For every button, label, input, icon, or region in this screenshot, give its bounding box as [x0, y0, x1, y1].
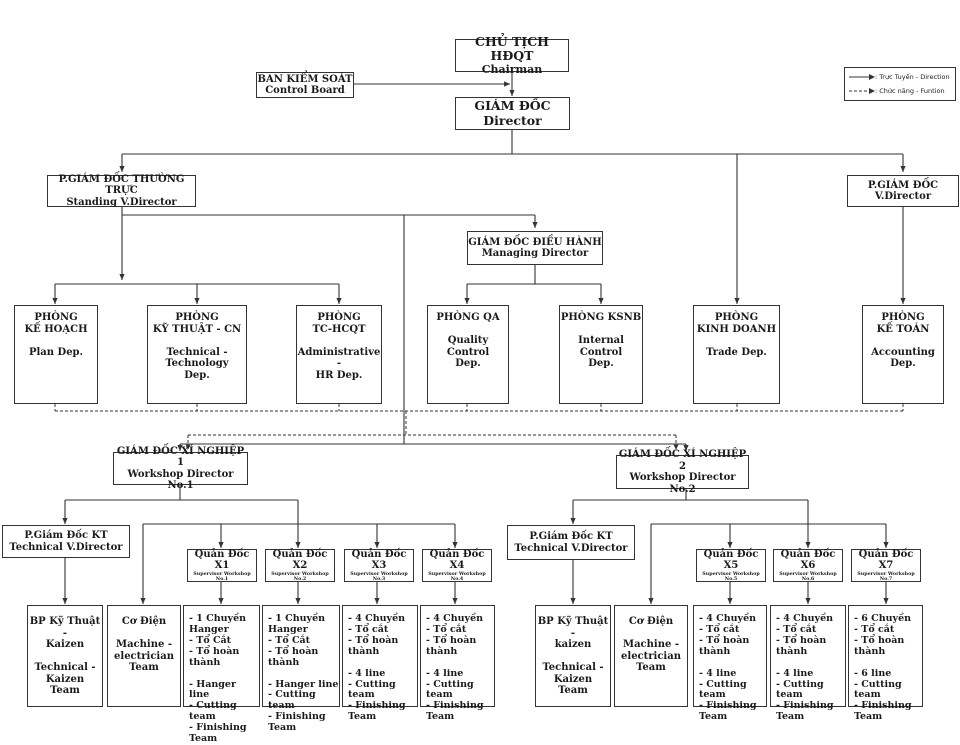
- ws1-team-x1-box: - 1 Chuyền Hanger - Tổ Cắt - Tổ hoàn thà…: [183, 605, 260, 744]
- ws1-team-x1-label: - 1 Chuyền Hanger - Tổ Cắt - Tổ hoàn thà…: [189, 613, 247, 745]
- ws1-team-x4-box: - 4 Chuyền - Tổ cắt - Tổ hoàn thành - 4 …: [420, 605, 495, 722]
- workshop-director-2-box: GIÁM ĐỐC XÍ NGHIỆP 2 Workshop Director N…: [616, 449, 749, 495]
- supervisor-x6-title: Quản Đốc X6: [780, 548, 836, 572]
- trade-department-label: PHÒNG KINH DOANH Trade Dep.: [696, 312, 777, 358]
- ws1-technical-vice-director-label: P.Giám Đốc KT Technical V.Director: [9, 530, 123, 553]
- ws2-team-x7-label: - 6 Chuyền - Tổ cắt - Tổ hoàn thành - 6 …: [854, 613, 912, 723]
- connector-lines: [52, 72, 906, 604]
- ws2-team-x6-label: - 4 Chuyền - Tổ cắt - Tổ hoàn thành - 4 …: [776, 613, 834, 723]
- ws1-team-x3-label: - 4 Chuyền - Tổ cắt - Tổ hoàn thành - 4 …: [348, 613, 406, 723]
- standing-vice-director-box: P.GIÁM ĐỐC THƯỜNG TRỰC Standing V.Direct…: [47, 173, 196, 208]
- control-board-box: BAN KIỂM SOÁT Control Board: [256, 72, 354, 98]
- legend-function: : Chức năng - Funtion: [849, 87, 945, 95]
- ws2-team-x6-box: - 4 Chuyền - Tổ cắt - Tổ hoàn thành - 4 …: [770, 605, 846, 722]
- supervisor-x1-title: Quản Đốc X1: [194, 548, 250, 572]
- qa-department-label: PHÒNG QA Quality Control Dep.: [436, 312, 500, 369]
- ws1-team-x2-label: - 1 Chuyền Hanger - Tổ Cắt - Tổ hoàn thà…: [268, 613, 339, 734]
- supervisor-x5-box: Quản Đốc X5 Supervisor Workshop No.5: [696, 549, 766, 582]
- plan-department-label: PHÒNG KẾ HOẠCH Plan Dep.: [24, 312, 88, 358]
- ws2-technical-vice-director-box: P.Giám Đốc KT Technical V.Director: [507, 525, 635, 560]
- managing-director-box: GIÁM ĐỐC ĐIỀU HÀNH Managing Director: [467, 231, 603, 265]
- accounting-department-box: PHÒNG KẾ TOÁN Accounting Dep.: [862, 305, 944, 404]
- chairman-title-en: Chairman: [481, 62, 543, 76]
- solid-arrow-icon: [849, 74, 875, 80]
- legend: : Trực Tuyến - Direction : Chức năng - F…: [844, 67, 956, 101]
- supervisor-x1-sub: Supervisor Workshop No.1: [193, 570, 251, 582]
- ws1-team-x3-box: - 4 Chuyền - Tổ cắt - Tổ hoàn thành - 4 …: [342, 605, 418, 722]
- hr-department-label: PHÒNG TC-HCQT Administrative - HR Dep.: [297, 312, 381, 381]
- supervisor-x4-box: Quản Đốc X4 Supervisor Workshop No.4: [422, 549, 492, 582]
- control-board-label: BAN KIỂM SOÁT Control Board: [257, 73, 353, 97]
- qa-department-box: PHÒNG QA Quality Control Dep.: [427, 305, 509, 404]
- ws1-team-x4-label: - 4 Chuyền - Tổ cắt - Tổ hoàn thành - 4 …: [426, 613, 484, 723]
- ws2-kaizen-box: BP Kỹ Thuật - kaizen Technical - Kaizen …: [535, 605, 611, 707]
- director-box: GIÁM ĐỐC Director: [455, 97, 570, 130]
- chairman-title: CHỦ TỊCH HĐQT: [475, 33, 549, 64]
- plan-department-box: PHÒNG KẾ HOẠCH Plan Dep.: [14, 305, 98, 404]
- ws1-kaizen-box: BP Kỹ Thuật - Kaizen Technical - Kaizen …: [27, 605, 103, 707]
- director-label: GIÁM ĐỐC Director: [474, 98, 551, 128]
- vice-director-box: P.GIÁM ĐỐC V.Director: [847, 175, 959, 207]
- supervisor-x5-title: Quản Đốc X5: [703, 548, 759, 572]
- ws2-team-x5-label: - 4 Chuyền - Tổ cắt - Tổ hoàn thành - 4 …: [699, 613, 757, 723]
- workshop-director-1-box: GIÁM ĐỐC XÍ NGHIỆP 1 Workshop Director N…: [113, 446, 248, 491]
- ws1-team-x2-box: - 1 Chuyền Hanger - Tổ Cắt - Tổ hoàn thà…: [262, 605, 340, 733]
- workshop-director-2-label: GIÁM ĐỐC XÍ NGHIỆP 2 Workshop Director N…: [618, 449, 747, 495]
- hr-department-box: PHÒNG TC-HCQT Administrative - HR Dep.: [296, 305, 382, 404]
- ws2-kaizen-label: BP Kỹ Thuật - kaizen Technical - Kaizen …: [537, 616, 609, 696]
- accounting-department-label: PHÒNG KẾ TOÁN Accounting Dep.: [871, 312, 935, 369]
- dashed-arrow-icon: [849, 88, 875, 94]
- supervisor-x7-title: Quản Đốc X7: [858, 548, 914, 572]
- technical-department-label: PHÒNG KỸ THUẬT - CN Technical - Technolo…: [152, 312, 242, 381]
- ws2-technical-vice-director-label: P.Giám Đốc KT Technical V.Director: [514, 531, 628, 554]
- ws2-electrician-label: Cơ Điện Machine - electrician Team: [621, 616, 681, 673]
- supervisor-x4-title: Quản Đốc X4: [429, 548, 485, 572]
- internal-control-department-box: PHÒNG KSNB Internal Control Dep.: [559, 305, 643, 404]
- ws1-electrician-box: Cơ Điện Machine - electrician Team: [107, 605, 181, 707]
- supervisor-x6-sub: Supervisor Workshop No.6: [779, 570, 837, 582]
- supervisor-x2-box: Quản Đốc X2 Supervisor Workshop No.2: [265, 549, 335, 582]
- ws2-team-x5-box: - 4 Chuyền - Tổ cắt - Tổ hoàn thành - 4 …: [693, 605, 767, 722]
- supervisor-x2-sub: Supervisor Workshop No.2: [271, 570, 329, 582]
- ws2-electrician-box: Cơ Điện Machine - electrician Team: [614, 605, 688, 707]
- workshop-director-1-label: GIÁM ĐỐC XÍ NGHIỆP 1 Workshop Director N…: [116, 445, 245, 492]
- vice-director-label: P.GIÁM ĐỐC V.Director: [867, 179, 939, 203]
- supervisor-x1-box: Quản Đốc X1 Supervisor Workshop No.1: [187, 549, 257, 582]
- internal-control-department-label: PHÒNG KSNB Internal Control Dep.: [560, 312, 642, 369]
- managing-director-label: GIÁM ĐỐC ĐIỀU HÀNH Managing Director: [468, 236, 602, 260]
- technical-department-box: PHÒNG KỸ THUẬT - CN Technical - Technolo…: [147, 305, 247, 404]
- legend-function-label: : Chức năng - Funtion: [875, 87, 945, 95]
- supervisor-x6-box: Quản Đốc X6 Supervisor Workshop No.6: [773, 549, 843, 582]
- trade-department-box: PHÒNG KINH DOANH Trade Dep.: [693, 305, 780, 404]
- standing-vice-director-label: P.GIÁM ĐỐC THƯỜNG TRỰC Standing V.Direct…: [58, 173, 185, 208]
- ws1-kaizen-label: BP Kỹ Thuật - Kaizen Technical - Kaizen …: [29, 616, 101, 696]
- legend-direct-label: : Trực Tuyến - Direction: [875, 73, 950, 81]
- supervisor-x7-box: Quản Đốc X7 Supervisor Workshop No.7: [851, 549, 921, 582]
- supervisor-x3-box: Quản Đốc X3 Supervisor Workshop No.3: [344, 549, 414, 582]
- chairman-box: CHỦ TỊCH HĐQT Chairman: [455, 34, 569, 75]
- supervisor-x2-title: Quản Đốc X2: [272, 548, 328, 572]
- supervisor-x5-sub: Supervisor Workshop No.5: [702, 570, 760, 582]
- supervisor-x4-sub: Supervisor Workshop No.4: [428, 570, 486, 582]
- ws1-technical-vice-director-box: P.Giám Đốc KT Technical V.Director: [2, 525, 130, 558]
- supervisor-x3-title: Quản Đốc X3: [351, 548, 407, 572]
- ws1-electrician-label: Cơ Điện Machine - electrician Team: [114, 616, 174, 673]
- ws2-team-x7-box: - 6 Chuyền - Tổ cắt - Tổ hoàn thành - 6 …: [848, 605, 923, 722]
- legend-direct: : Trực Tuyến - Direction: [849, 73, 950, 81]
- supervisor-x3-sub: Supervisor Workshop No.3: [350, 570, 408, 582]
- supervisor-x7-sub: Supervisor Workshop No.7: [857, 570, 915, 582]
